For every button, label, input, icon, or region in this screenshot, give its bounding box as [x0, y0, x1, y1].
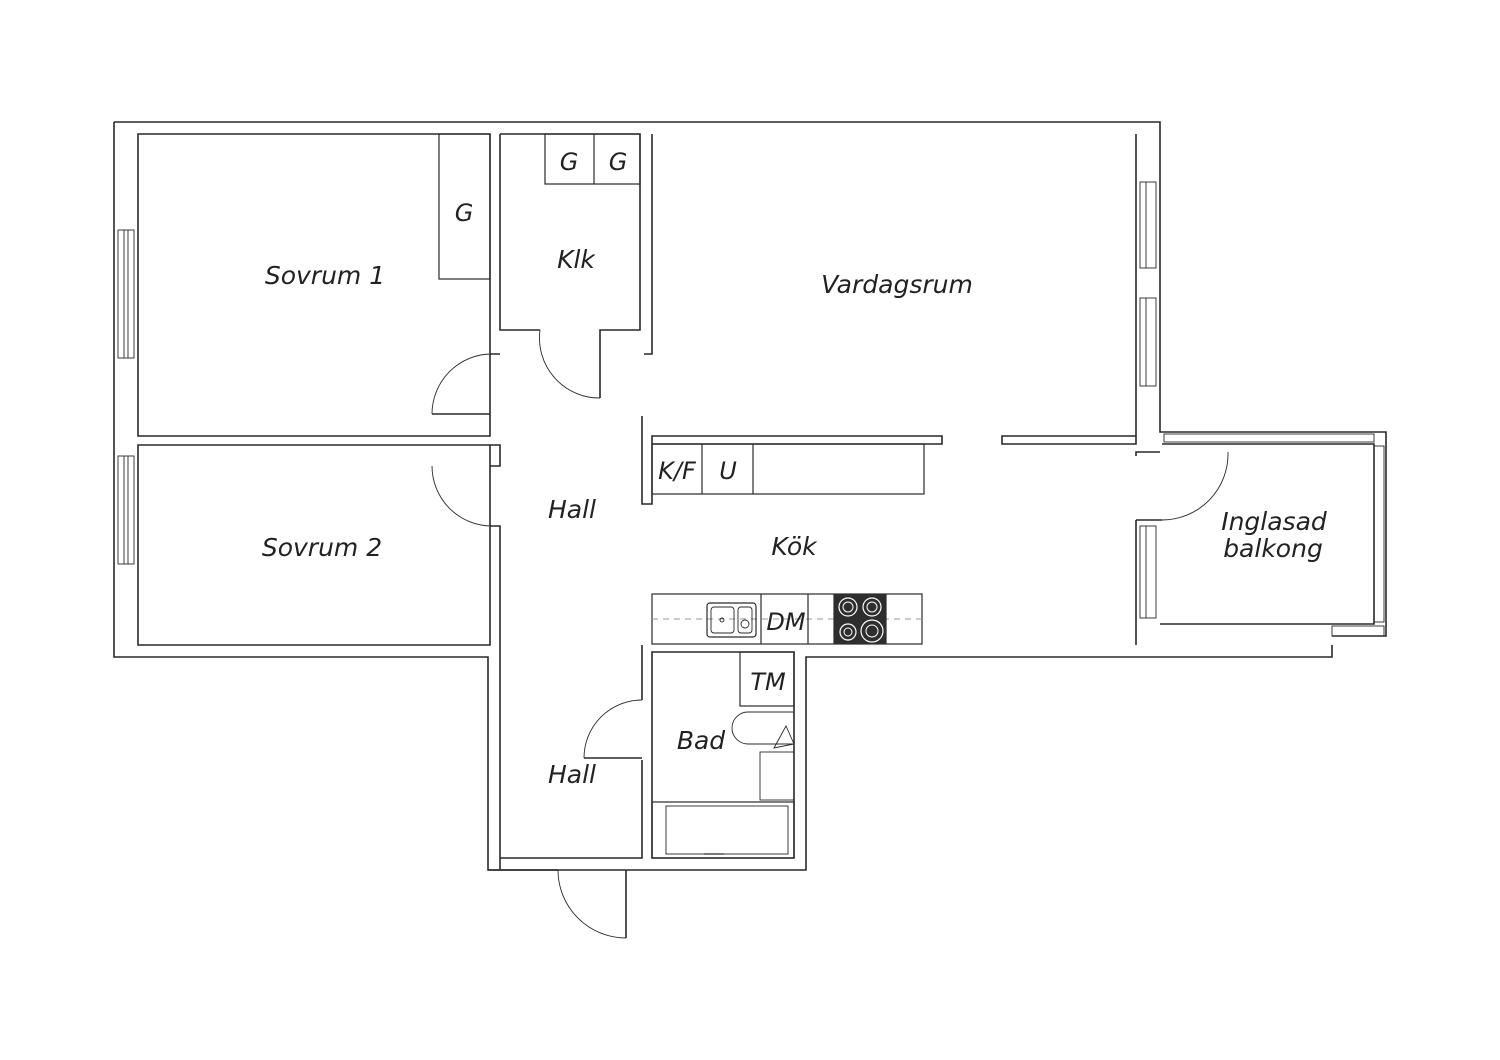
room-label-vardagsrum: Vardagsrum [821, 270, 973, 299]
wardrobe-label-sovrum-1: G [455, 199, 474, 227]
dishwasher-label: DM [766, 608, 805, 636]
window-sovrum-1 [117, 229, 135, 359]
stove-icon [834, 594, 886, 644]
bad-walls [500, 645, 795, 859]
wardrobe-label-klk-2: G [609, 148, 628, 176]
outer-walls [113, 121, 1333, 871]
room-label-hall-lower: Hall [548, 760, 596, 789]
door-sovrum-1 [431, 353, 500, 415]
room-label-balkong-line-2: balkong [1223, 534, 1323, 563]
door-sovrum-2 [431, 444, 501, 870]
window-sovrum-2 [117, 455, 135, 565]
balkong [1135, 431, 1387, 645]
klk-walls [499, 133, 653, 399]
room-label-sovrum-2: Sovrum 2 [262, 533, 382, 562]
room-label-kok: Kök [771, 532, 818, 561]
room-label-balkong-line-1: Inglasad [1221, 507, 1327, 536]
room-label-klk: Klk [557, 245, 596, 274]
wardrobe-sovrum-1 [438, 133, 491, 280]
oven-label: U [719, 457, 737, 485]
kitchen-divider [641, 416, 1137, 505]
wardrobe-label-klk-1: G [560, 148, 579, 176]
room-label-hall-upper: Hall [548, 495, 596, 524]
entrance-door [488, 869, 627, 939]
fridge-freezer-label: K/F [658, 457, 697, 485]
window-vardagsrum [1135, 134, 1157, 436]
washing-machine-label: TM [750, 668, 786, 696]
sink-icon [706, 602, 757, 638]
room-label-bad: Bad [677, 726, 725, 755]
room-label-sovrum-1: Sovrum 1 [265, 261, 385, 290]
